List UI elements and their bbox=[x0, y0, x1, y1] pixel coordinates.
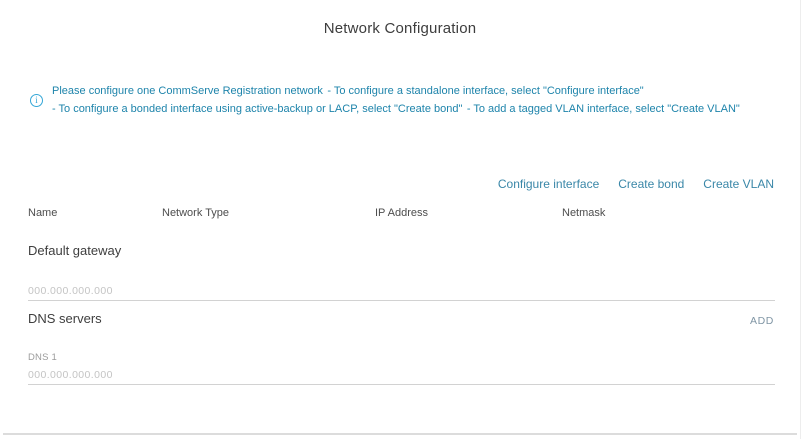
page-title: Network Configuration bbox=[323, 20, 477, 37]
column-header-ip-address: IP Address bbox=[375, 207, 428, 219]
create-vlan-link[interactable]: Create VLAN bbox=[703, 177, 774, 191]
dns-1-input[interactable] bbox=[28, 366, 775, 385]
network-actions: Configure interface Create bond Create V… bbox=[498, 177, 774, 191]
column-header-netmask: Netmask bbox=[562, 207, 606, 219]
info-text: Please configure one CommServe Registrat… bbox=[52, 81, 800, 117]
column-header-network-type: Network Type bbox=[162, 207, 230, 219]
network-table-header: Name Network Type IP Address Netmask bbox=[0, 207, 800, 221]
column-header-name: Name bbox=[28, 207, 58, 219]
info-banner: i Please configure one CommServe Registr… bbox=[30, 81, 800, 117]
default-gateway-label: Default gateway bbox=[28, 243, 122, 258]
info-circle-icon: i bbox=[30, 93, 43, 107]
default-gateway-input[interactable] bbox=[28, 282, 775, 301]
window-border-bottom bbox=[3, 433, 797, 435]
create-bond-link[interactable]: Create bond bbox=[618, 177, 685, 191]
info-line: - To configure a bonded interface using … bbox=[52, 103, 463, 115]
dns-servers-label: DNS servers bbox=[28, 311, 102, 326]
configure-interface-link[interactable]: Configure interface bbox=[497, 177, 600, 191]
info-line: Please configure one CommServe Registrat… bbox=[52, 85, 323, 97]
info-line: - To add a tagged VLAN interface, select… bbox=[466, 103, 740, 115]
dns-1-label: DNS 1 bbox=[28, 352, 57, 363]
info-line: - To configure a standalone interface, s… bbox=[327, 85, 644, 97]
add-dns-button[interactable]: ADD bbox=[750, 315, 774, 327]
